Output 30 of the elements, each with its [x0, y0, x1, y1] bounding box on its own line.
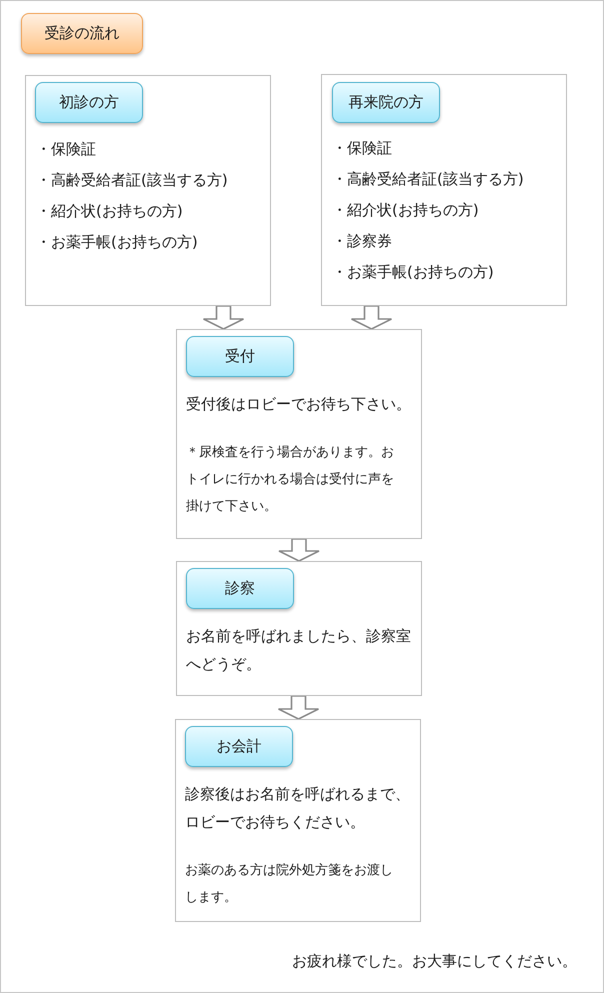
instruction-text: お名前を呼ばれましたら、診察室へどうぞ。	[186, 626, 412, 675]
list-item: ・保険証	[36, 139, 96, 160]
step-panel	[176, 561, 422, 696]
step-panel	[176, 329, 422, 539]
arrow	[202, 305, 244, 330]
instruction-text: 診察後はお名前を呼ばれるまで、ロビーでお待ちください。	[185, 784, 411, 833]
list-item: ・お薬手帳(お持ちの方)	[332, 262, 494, 283]
list-item: ・高齢受給者証(該当する方)	[332, 169, 524, 190]
arrow	[278, 695, 320, 720]
arrow	[278, 538, 320, 562]
step-panel	[321, 74, 567, 306]
heading-tab: 再来院の方	[332, 82, 440, 123]
note-text: ＊尿検査を行う場合があります。おトイレに行かれる場合は受付に声を掛けて下さい。	[186, 444, 395, 516]
arrow	[350, 305, 392, 330]
heading-tab: 診察	[186, 568, 294, 609]
step-panel	[25, 75, 271, 306]
list-item: ・診察券	[332, 231, 392, 252]
instruction-text: 受付後はロビーでお待ち下さい。	[186, 394, 412, 415]
closing-message: お疲れ様でした。お大事にしてください。	[292, 951, 577, 972]
list-item: ・保険証	[332, 138, 392, 159]
list-item: ・高齢受給者証(該当する方)	[36, 170, 228, 191]
note-text: お薬のある方は院外処方箋をお渡しします。	[185, 862, 394, 907]
heading-tab: 初診の方	[35, 82, 143, 123]
heading-tab: 受付	[186, 336, 294, 377]
list-item: ・紹介状(お持ちの方)	[332, 200, 479, 221]
step-panel	[175, 719, 421, 922]
heading-tab: お会計	[185, 726, 293, 767]
list-item: ・お薬手帳(お持ちの方)	[36, 232, 198, 253]
page-title: 受診の流れ	[21, 13, 143, 54]
list-item: ・紹介状(お持ちの方)	[36, 201, 183, 222]
